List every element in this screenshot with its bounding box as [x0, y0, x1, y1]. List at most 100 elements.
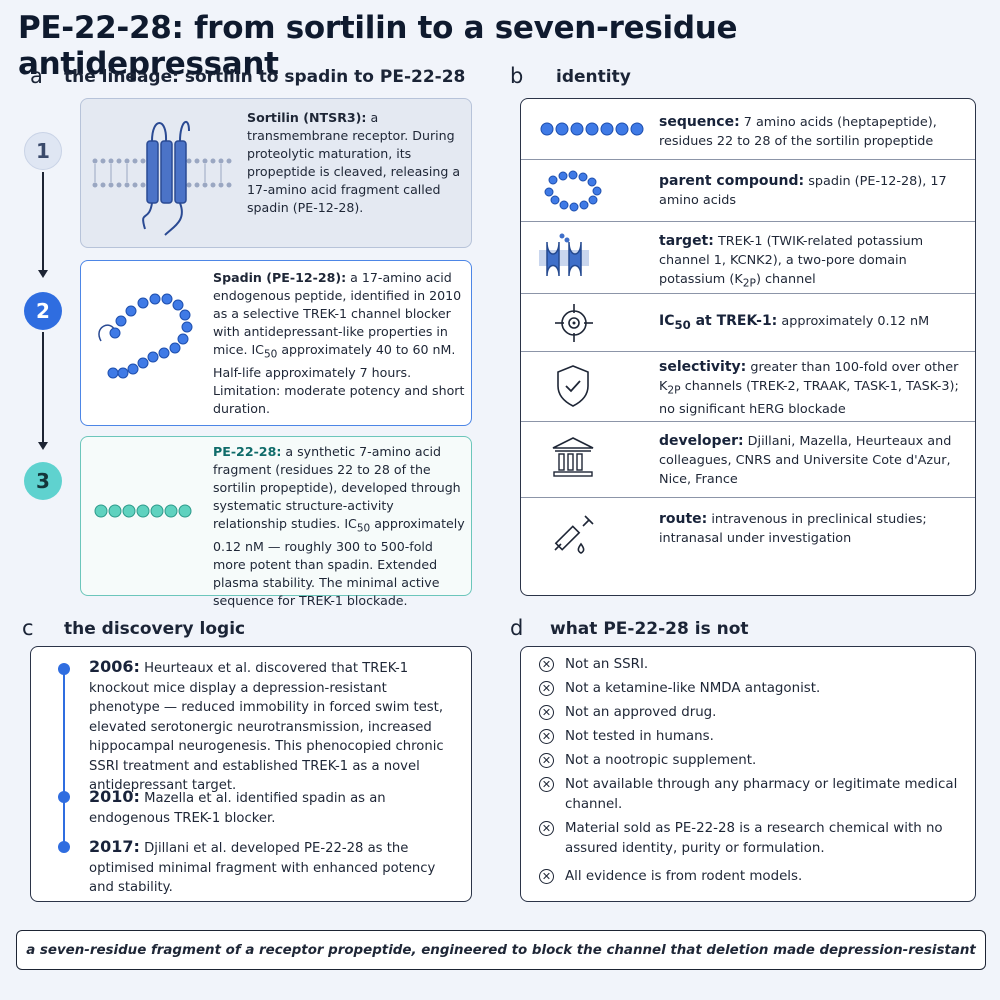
- timeline-year-2006: 2006:: [89, 657, 140, 676]
- sortilin-name: Sortilin (NTSR3):: [247, 110, 367, 125]
- step-arrow-head-1: [38, 270, 48, 278]
- not-item-text: Not tested in humans.: [565, 729, 714, 744]
- not-item-text: All evidence is from rodent models.: [565, 869, 803, 884]
- sequence-value: 7 amino acids (heptapeptide), residues 2…: [659, 115, 937, 149]
- ic50-value: approximately 0.12 nM: [781, 314, 930, 329]
- ion-channel-icon: [539, 233, 589, 277]
- spadin-card: Spadin (PE-12-28): a 17-amino acid endog…: [80, 260, 472, 426]
- timeline-event-2006: 2006: Heurteaux et al. discovered that T…: [89, 657, 461, 796]
- selectivity-value-1: greater than 100-fold over other K: [659, 360, 959, 394]
- discovery-timeline: 2006: Heurteaux et al. discovered that T…: [30, 646, 472, 902]
- developer-label: developer:: [659, 433, 744, 449]
- panel-a-heading: the lineage: sortilin to spadin to PE-22…: [64, 67, 466, 87]
- identity-row-selectivity: selectivity: greater than 100-fold over …: [521, 351, 975, 421]
- target-value-1: TREK-1 (TWIK-related potassium channel 1…: [659, 234, 924, 287]
- selectivity-k2p-sub: 2P: [667, 383, 681, 397]
- parent-compound-value: spadin (PE-12-28), 17 amino acids: [659, 174, 947, 208]
- page-title: PE-22-28: from sortilin to a seven-resid…: [18, 10, 738, 82]
- ic50-label-1: IC: [659, 313, 675, 329]
- panel-c-heading: the discovery logic: [64, 619, 246, 639]
- sortilin-card: Sortilin (NTSR3): a transmembrane recept…: [80, 98, 472, 248]
- pe-22-28-description: PE-22-28: a synthetic 7-amino acid fragm…: [213, 443, 467, 610]
- pe-22-28-name: PE-22-28:: [213, 444, 282, 459]
- step-arrow-head-2: [38, 442, 48, 450]
- spadin-description: Spadin (PE-12-28): a 17-amino acid endog…: [213, 269, 465, 418]
- target-value-2: ) channel: [755, 272, 816, 287]
- panel-a-letter: a: [30, 64, 43, 88]
- timeline-dot-2010: [58, 791, 70, 803]
- identity-row-target: target: TREK-1 (TWIK-related potassium c…: [521, 221, 975, 293]
- not-item-text: Material sold as PE-22-28 is a research …: [565, 821, 943, 856]
- transmembrane-receptor-icon: [92, 120, 232, 236]
- spadin-name: Spadin (PE-12-28):: [213, 270, 347, 285]
- not-item-text: Not an SSRI.: [565, 657, 649, 672]
- panel-d-letter: d: [510, 616, 524, 640]
- spadin-text-1: a 17-amino acid endogenous peptide, iden…: [213, 270, 462, 357]
- x-circle-icon: ✕: [539, 821, 554, 836]
- panel-b-heading: identity: [556, 67, 631, 87]
- step-2-circle: 2: [24, 292, 62, 330]
- x-circle-icon: ✕: [539, 777, 554, 792]
- timeline-text-2010: Mazella et al. identified spadin as an e…: [89, 791, 386, 826]
- not-item-text: Not available through any pharmacy or le…: [565, 777, 958, 812]
- step-1-circle: 1: [24, 132, 62, 170]
- identity-row-route: route: intravenous in preclinical studie…: [521, 497, 975, 597]
- spadin-text-2: approximately 40 to 60 nM. Half-life app…: [213, 342, 465, 416]
- selectivity-label: selectivity:: [659, 359, 747, 375]
- target-label: target:: [659, 233, 714, 249]
- sortilin-text: a transmembrane receptor. During proteol…: [247, 110, 461, 215]
- spadin-chain-icon: [98, 293, 193, 379]
- identity-row-ic50: IC50 at TREK-1: approximately 0.12 nM: [521, 293, 975, 351]
- pe-22-28-ic50-sub: 50: [356, 522, 371, 535]
- heptapeptide-beads-icon: [540, 122, 644, 136]
- timeline-year-2017: 2017:: [89, 837, 140, 856]
- step-arrow-line-1: [42, 172, 44, 272]
- pe-22-28-text-2: approximately 0.12 nM — roughly 300 to 5…: [213, 516, 465, 608]
- identity-row-parent-compound: parent compound: spadin (PE-12-28), 17 a…: [521, 159, 975, 221]
- x-circle-icon: ✕: [539, 657, 554, 672]
- panel-b-letter: b: [510, 64, 524, 88]
- target-k2p-sub: 2P: [742, 276, 756, 290]
- timeline-event-2017: 2017: Djillani et al. developed PE-22-28…: [89, 837, 461, 898]
- x-circle-icon: ✕: [539, 729, 554, 744]
- route-label: route:: [659, 511, 708, 527]
- not-item-text: Not a ketamine-like NMDA antagonist.: [565, 681, 821, 696]
- pe-22-28-card: PE-22-28: a synthetic 7-amino acid fragm…: [80, 436, 472, 608]
- x-circle-icon: ✕: [539, 681, 554, 696]
- developer-value: Djillani, Mazella, Heurteaux and colleag…: [659, 434, 952, 487]
- target-icon: [555, 304, 593, 342]
- panel-d-heading: what PE-22-28 is not: [550, 619, 749, 639]
- identity-table: sequence: 7 amino acids (heptapeptide), …: [520, 98, 976, 596]
- route-value: intravenous in preclinical studies; intr…: [659, 512, 927, 546]
- not-item-text: Not a nootropic supplement.: [565, 753, 757, 768]
- identity-row-sequence: sequence: 7 amino acids (heptapeptide), …: [521, 99, 975, 159]
- spadin-chain-icon: [544, 170, 602, 212]
- heptapeptide-beads-icon: [94, 504, 192, 518]
- x-circle-icon: ✕: [539, 705, 554, 720]
- syringe-drop-icon: [554, 515, 594, 554]
- ic50-label-sub: 50: [674, 317, 691, 332]
- x-circle-icon: ✕: [539, 753, 554, 768]
- x-circle-icon: ✕: [539, 869, 554, 884]
- timeline-text-2017: Djillani et al. developed PE-22-28 as th…: [89, 841, 436, 895]
- timeline-year-2010: 2010:: [89, 787, 140, 806]
- timeline-line: [63, 669, 65, 847]
- spadin-ic50-sub: 50: [263, 348, 278, 361]
- sequence-label: sequence:: [659, 114, 740, 130]
- selectivity-value-2: channels (TREK-2, TRAAK, TASK-1, TASK-3)…: [659, 379, 959, 417]
- panel-c-letter: c: [22, 616, 34, 640]
- not-list: ✕ Not an SSRI. ✕ Not a ketamine-like NMDA …: [520, 646, 976, 902]
- timeline-event-2010: 2010: Mazella et al. identified spadin a…: [89, 787, 461, 828]
- timeline-dot-2017: [58, 841, 70, 853]
- summary-banner: a seven-residue fragment of a receptor p…: [16, 930, 986, 970]
- ic50-label-2: at TREK-1:: [690, 313, 778, 329]
- step-arrow-line-2: [42, 332, 44, 444]
- not-item-text: Not an approved drug.: [565, 705, 717, 720]
- timeline-text-2006: Heurteaux et al. discovered that TREK-1 …: [89, 661, 444, 793]
- institution-icon: [552, 437, 594, 477]
- shield-check-icon: [557, 365, 589, 407]
- step-3-circle: 3: [24, 462, 62, 500]
- pe-22-28-text-1: a synthetic 7-amino acid fragment (resid…: [213, 444, 461, 531]
- timeline-dot-2006: [58, 663, 70, 675]
- parent-compound-label: parent compound:: [659, 173, 805, 189]
